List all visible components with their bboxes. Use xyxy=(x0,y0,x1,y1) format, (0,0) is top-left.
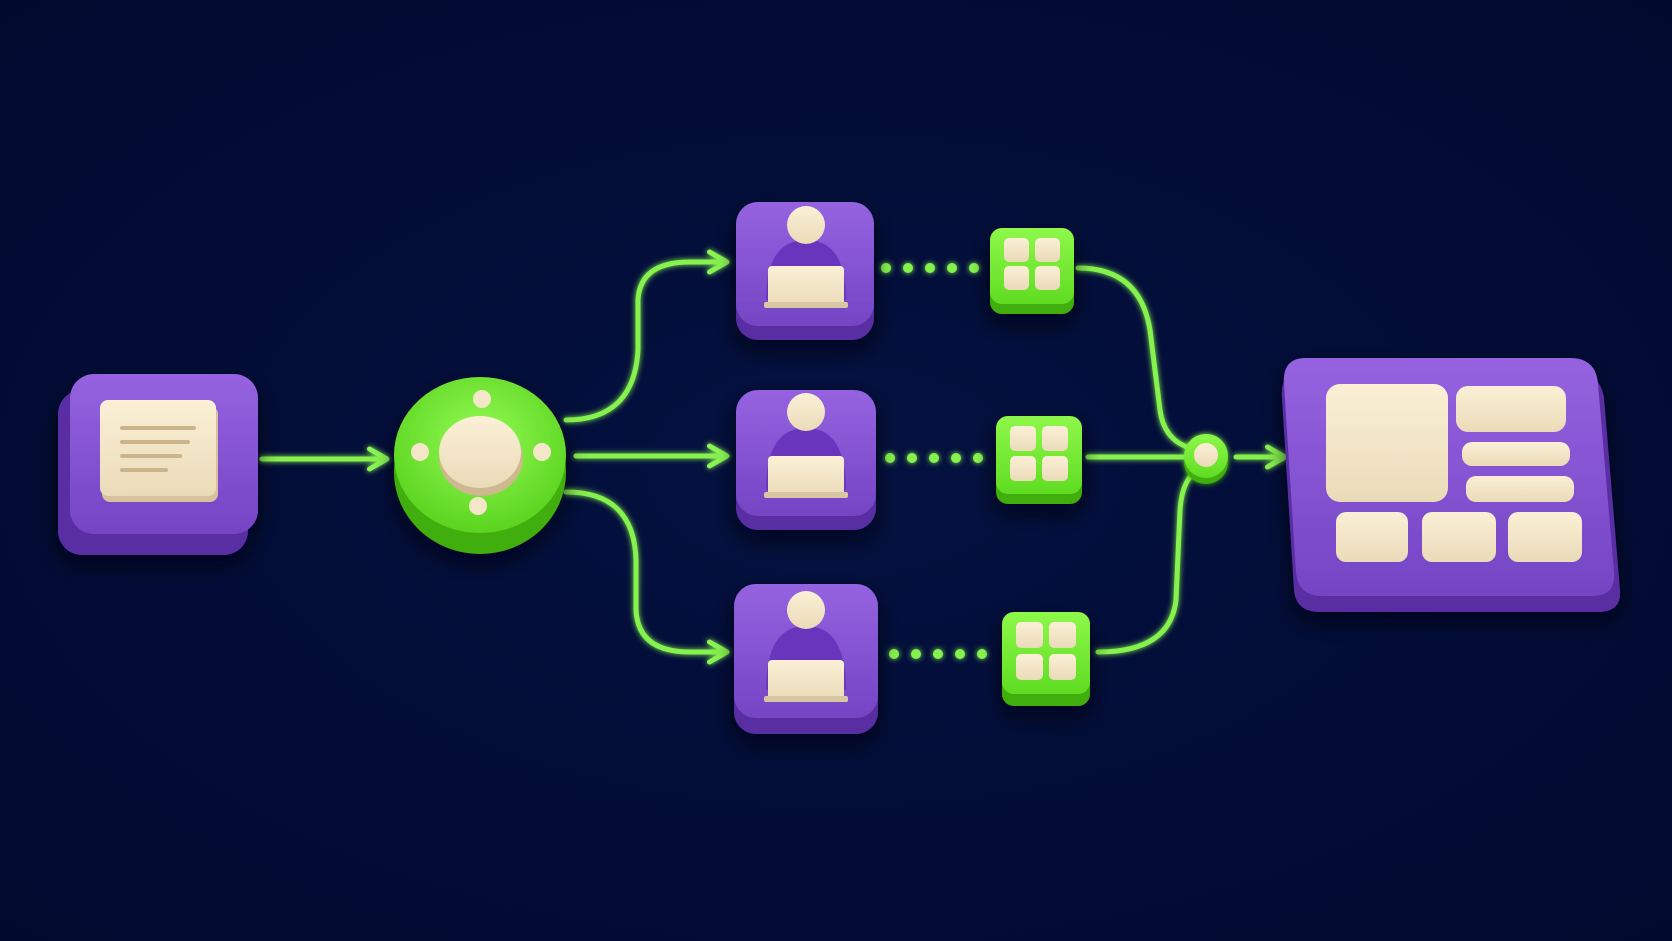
router-hub-icon xyxy=(411,390,551,515)
edge-result-top-to-merge xyxy=(1075,265,1193,451)
dashboard-panel xyxy=(1281,358,1621,612)
dotted-edge-top xyxy=(881,263,979,273)
grid-icon xyxy=(1016,622,1076,680)
merge-node-icon xyxy=(1194,443,1218,467)
document-icon xyxy=(100,400,218,502)
worker-bottom xyxy=(734,584,878,734)
document-card xyxy=(58,374,258,555)
person-laptop-icon xyxy=(764,591,848,702)
dotted-connectors xyxy=(881,263,987,659)
dotted-edge-middle xyxy=(885,453,983,463)
connectors xyxy=(259,249,1288,665)
grid-icon xyxy=(1010,426,1068,481)
worker-middle xyxy=(736,390,876,530)
person-laptop-icon xyxy=(764,206,848,308)
result-middle xyxy=(996,416,1082,504)
grid-icon xyxy=(1004,238,1060,290)
edge-router-to-worker-bottom xyxy=(563,489,730,665)
result-bottom xyxy=(1002,612,1090,706)
result-top xyxy=(990,228,1074,314)
edge-result-bottom-to-merge xyxy=(1095,465,1203,655)
router-hub xyxy=(394,377,566,554)
person-laptop-icon xyxy=(764,393,848,498)
dashboard-icon xyxy=(1326,384,1582,562)
edge-router-to-worker-top xyxy=(563,249,730,423)
worker-top xyxy=(736,202,874,340)
merge-node xyxy=(1184,434,1228,484)
dotted-edge-bottom xyxy=(889,649,987,659)
